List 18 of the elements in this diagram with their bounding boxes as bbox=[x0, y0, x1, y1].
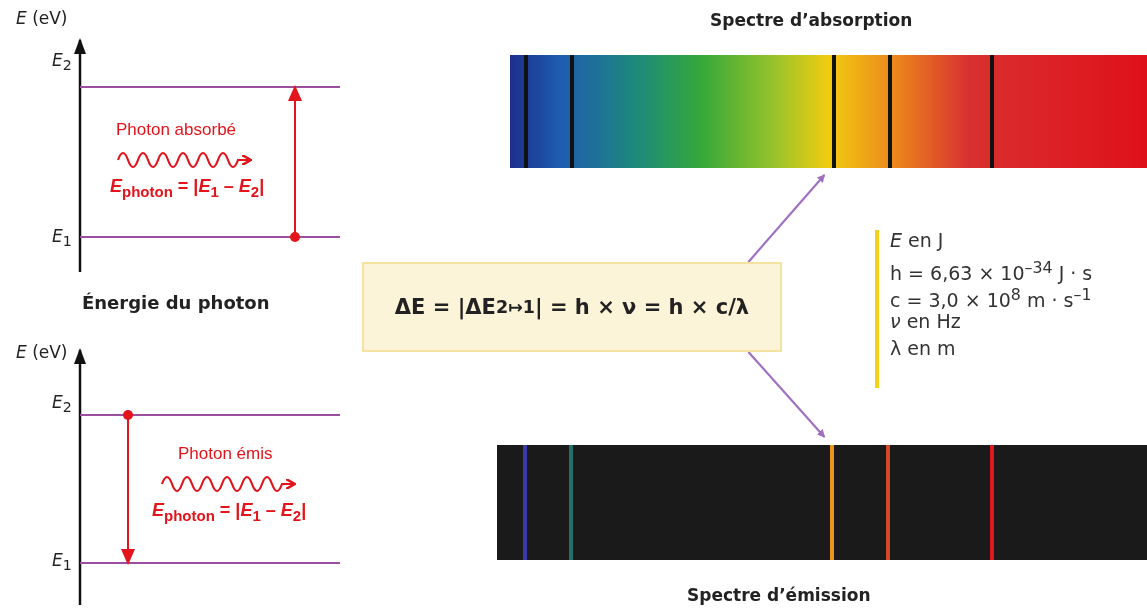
level-label: E$_{1}$ bbox=[52, 226, 72, 250]
photon-energy-formula: E$_{photon}$ = |E$_{1}$ – E$_{2}$| bbox=[110, 176, 265, 200]
diagram-caption: Énergie du photon bbox=[82, 292, 270, 313]
unit-note: h = 6,63 × 10$^{–34}$ J · s bbox=[890, 257, 1093, 287]
arrow bbox=[747, 351, 826, 438]
axis-label: E (eV) bbox=[16, 342, 68, 362]
spectrum-title: Spectre d’absorption bbox=[710, 10, 913, 30]
level-label: E$_{1}$ bbox=[52, 550, 72, 574]
level-label: E$_{2}$ bbox=[52, 50, 72, 74]
arrow bbox=[747, 174, 826, 263]
photon-label: Photon absorbé bbox=[116, 120, 237, 140]
photon-label: Photon émis bbox=[178, 444, 273, 464]
level-label: E$_{2}$ bbox=[52, 392, 72, 416]
photon-energy-formula: E$_{photon}$ = |E$_{1}$ – E$_{2}$| bbox=[152, 500, 307, 524]
spectrum-title: Spectre d’émission bbox=[687, 585, 871, 605]
axis-label: E (eV) bbox=[16, 8, 68, 28]
unit-note: E en J bbox=[890, 228, 944, 253]
unit-note: λ en m bbox=[890, 336, 956, 361]
